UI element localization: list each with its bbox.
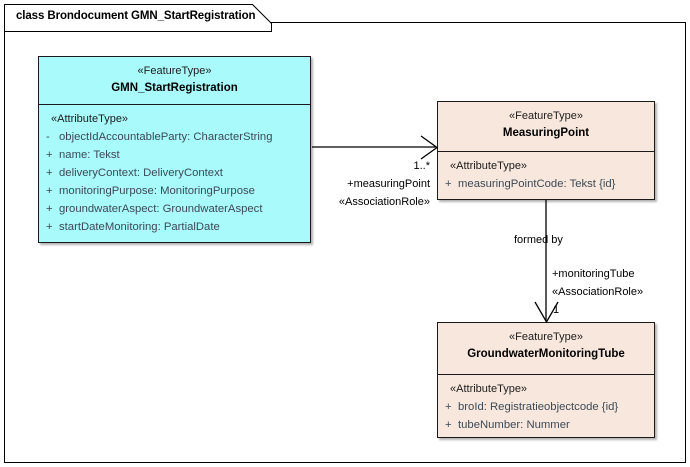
class-measuringpoint-attributes: «AttributeType» + measuringPointCode: Te… (438, 152, 654, 198)
class-tube-header: «FeatureType» GroundwaterMonitoringTube (438, 323, 654, 375)
class-tube-stereotype: «FeatureType» (509, 331, 583, 343)
attribute-text: groundwaterAspect: GroundwaterAspect (59, 203, 263, 215)
attribute-text: startDateMonitoring: PartialDate (59, 221, 220, 233)
attribute-visibility: + (46, 203, 53, 215)
class-measuringpoint[interactable]: «FeatureType» MeasuringPoint «AttributeT… (437, 101, 655, 200)
attribute-text: name: Tekst (59, 149, 120, 161)
attribute-row: + measuringPointCode: Tekst {id} (438, 175, 654, 193)
attribute-visibility: + (46, 221, 53, 233)
attribute-text: objectIdAccountableParty: CharacterStrin… (59, 131, 273, 143)
class-tube-attributes: «AttributeType» + broId: Registratieobje… (438, 375, 654, 439)
class-measuringpoint-stereotype: «FeatureType» (509, 110, 583, 122)
association-role-measuringpoint: +measuringPoint (347, 178, 430, 190)
attribute-visibility: + (46, 167, 53, 179)
attribute-text: measuringPointCode: Tekst {id} (458, 178, 616, 190)
association-multiplicity-monitoringtube: 1 (553, 304, 560, 316)
attribute-visibility: + (445, 401, 452, 413)
diagram-title: class Brondocument GMN_StartRegistration (16, 10, 256, 22)
attribute-row: + groundwaterAspect: GroundwaterAspect (39, 200, 310, 218)
class-measuringpoint-compartment-stereotype: «AttributeType» (450, 160, 528, 172)
attribute-row: + monitoringPurpose: MonitoringPurpose (39, 182, 310, 200)
class-gmn-name: GMN_StartRegistration (111, 82, 238, 94)
attribute-row: + name: Tekst (39, 146, 310, 164)
class-tube-name: GroundwaterMonitoringTube (467, 348, 625, 360)
diagram-frame-border (4, 22, 686, 463)
attribute-row: + startDateMonitoring: PartialDate (39, 218, 310, 236)
attribute-visibility: + (445, 178, 452, 190)
class-groundwatermonitoringtube[interactable]: «FeatureType» GroundwaterMonitoringTube … (437, 322, 655, 438)
attribute-row: - objectIdAccountableParty: CharacterStr… (39, 128, 310, 146)
attribute-row: + tubeNumber: Nummer (438, 416, 654, 434)
class-gmn-startregistration[interactable]: «FeatureType» GMN_StartRegistration «Att… (38, 56, 311, 243)
association-stereotype-measuringpoint: «AssociationRole» (338, 196, 430, 208)
attribute-visibility: + (445, 419, 452, 431)
frame-tab-shape (4, 4, 272, 32)
association-stereotype-monitoringtube: «AssociationRole» (552, 286, 644, 298)
class-tube-compartment-stereotype: «AttributeType» (450, 383, 528, 395)
attribute-text: monitoringPurpose: MonitoringPurpose (59, 185, 255, 197)
class-measuringpoint-name: MeasuringPoint (502, 127, 590, 139)
association-multiplicity-measuringpoint: 1..* (413, 160, 430, 172)
diagram-frame-tab: class Brondocument GMN_StartRegistration (4, 4, 272, 32)
attribute-row: + broId: Registratieobjectcode {id} (438, 398, 654, 416)
class-gmn-stereotype: «FeatureType» (137, 65, 212, 77)
attribute-text: broId: Registratieobjectcode {id} (458, 401, 619, 413)
association-name-formed-by: formed by (514, 234, 563, 246)
class-gmn-header: «FeatureType» GMN_StartRegistration (39, 57, 310, 105)
association-role-monitoringtube: +monitoringTube (552, 268, 635, 280)
attribute-row: + deliveryContext: DeliveryContext (39, 164, 310, 182)
attribute-visibility: - (46, 131, 50, 143)
class-measuringpoint-header: «FeatureType» MeasuringPoint (438, 102, 654, 152)
attribute-text: tubeNumber: Nummer (458, 419, 570, 431)
attribute-text: deliveryContext: DeliveryContext (59, 167, 223, 179)
class-gmn-attributes: «AttributeType» - objectIdAccountablePar… (39, 105, 310, 241)
attribute-visibility: + (46, 149, 53, 161)
class-gmn-compartment-stereotype: «AttributeType» (51, 113, 129, 125)
attribute-visibility: + (46, 185, 53, 197)
